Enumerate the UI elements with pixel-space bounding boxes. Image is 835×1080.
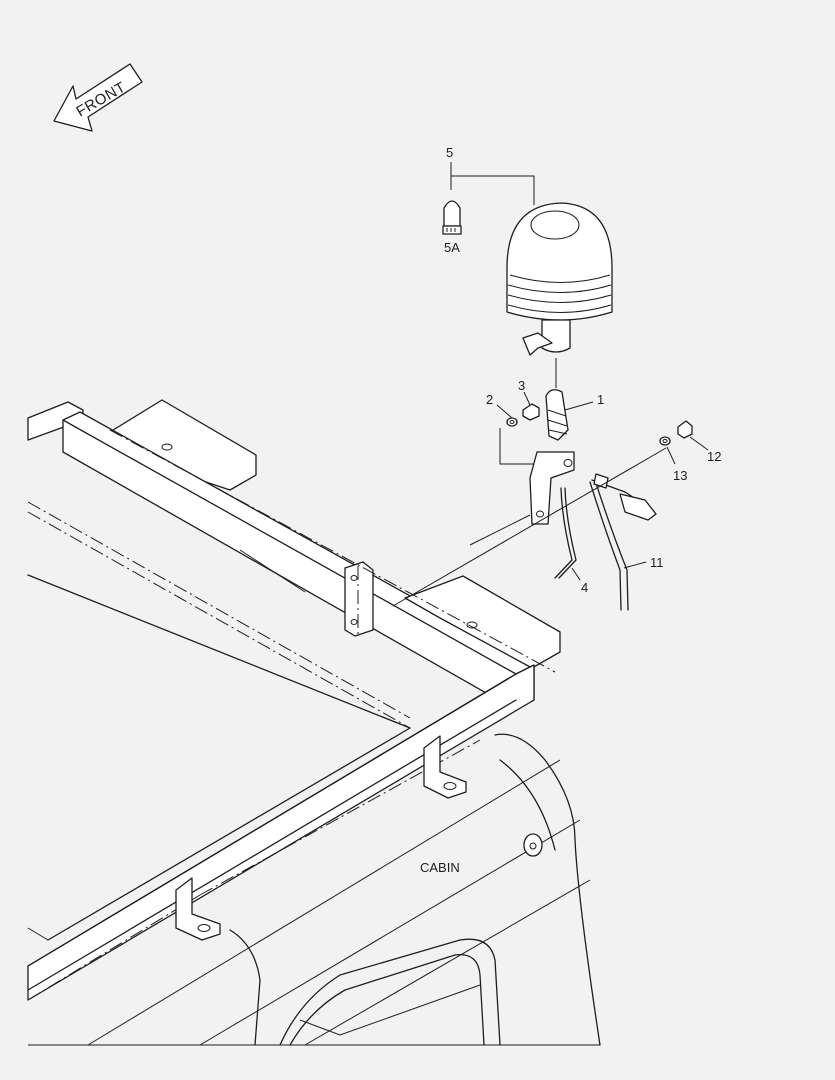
bolt-right-icon <box>677 420 693 439</box>
callout-5: 5 <box>446 145 453 160</box>
callout-13: 13 <box>673 468 687 483</box>
beacon-lamp <box>506 202 613 356</box>
callout-3: 3 <box>518 378 525 393</box>
roof-clip-rear <box>423 735 467 799</box>
callout-2: 2 <box>486 392 493 407</box>
bolt-icon <box>522 403 540 421</box>
beacon-bracket <box>529 389 575 525</box>
roof-clip-front <box>175 877 221 941</box>
callout-12: 12 <box>707 449 721 464</box>
front-arrow-icon: FRONT <box>53 63 143 132</box>
cabin-roof <box>27 399 591 1046</box>
cabin-body <box>28 733 601 1046</box>
callout-5a: 5A <box>444 240 460 255</box>
wire-harness <box>554 487 577 579</box>
washer-icon <box>506 417 518 427</box>
callout-4: 4 <box>581 580 588 595</box>
callout-1: 1 <box>597 392 604 407</box>
cabin-label: CABIN <box>420 860 460 875</box>
bulb-icon <box>442 200 462 235</box>
washer-right-icon <box>659 436 671 446</box>
callout-11: 11 <box>650 555 664 570</box>
wire-harness-extension <box>589 473 657 611</box>
